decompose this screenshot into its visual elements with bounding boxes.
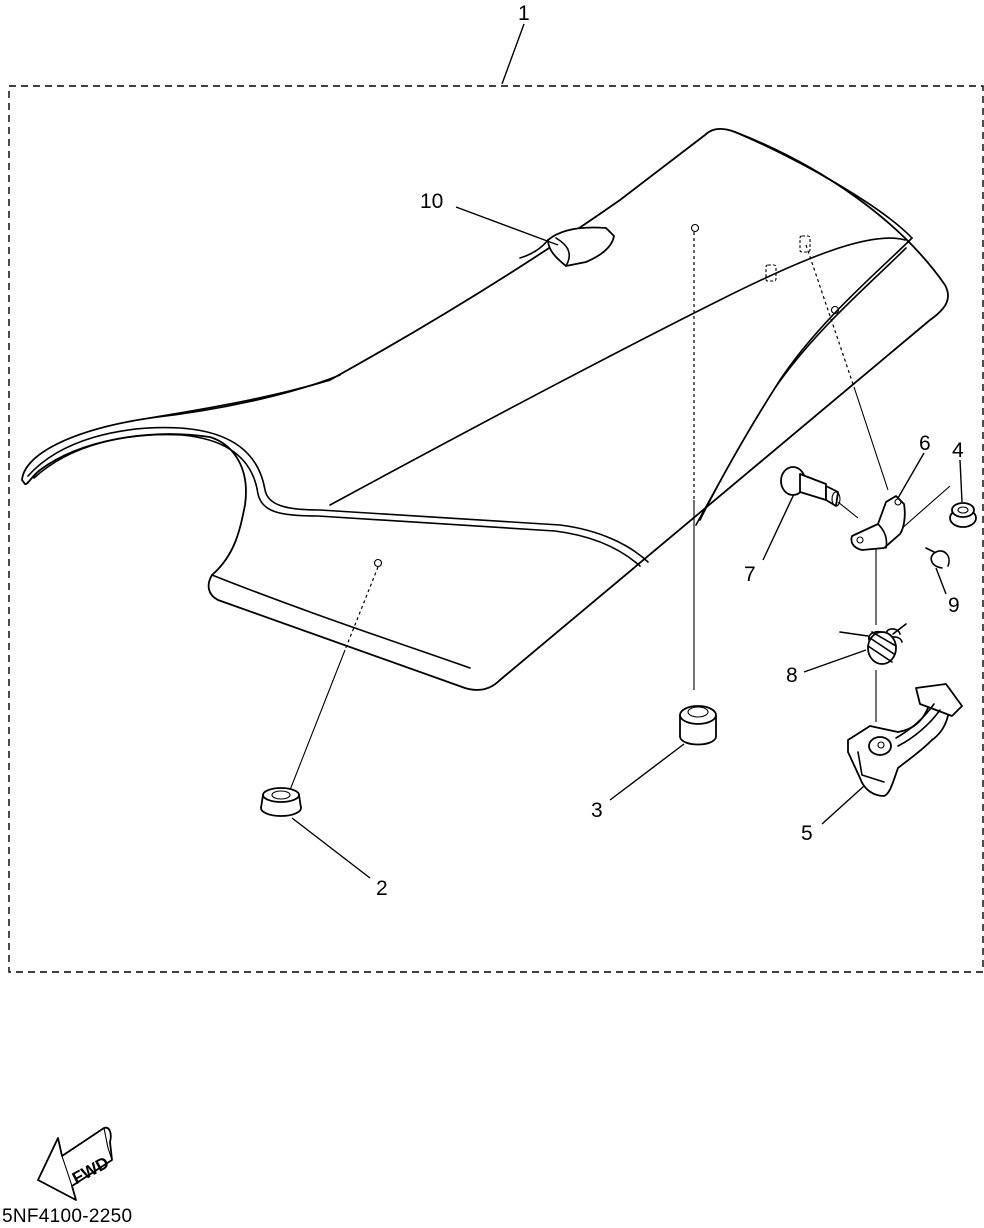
callout-5: 5 bbox=[801, 822, 813, 845]
callout-3: 3 bbox=[591, 799, 603, 822]
callout-4: 4 bbox=[952, 439, 964, 462]
pin-part-7 bbox=[780, 466, 859, 519]
part-code: 5NF4100-2250 bbox=[2, 1206, 133, 1227]
damper-part-2 bbox=[260, 787, 302, 817]
clip-part-9 bbox=[925, 547, 950, 569]
spring-part-8 bbox=[839, 623, 907, 665]
grommet-part-4 bbox=[949, 502, 977, 528]
damper-part-3 bbox=[679, 705, 717, 746]
leader-lines bbox=[291, 23, 963, 879]
callout-10: 10 bbox=[420, 190, 443, 213]
callout-9: 9 bbox=[948, 594, 960, 617]
lock-lever-part-5 bbox=[847, 683, 963, 797]
callout-7: 7 bbox=[744, 563, 756, 586]
callout-2: 2 bbox=[376, 877, 388, 900]
bracket-part-6 bbox=[850, 495, 906, 551]
callout-8: 8 bbox=[786, 664, 798, 687]
seat-strap bbox=[519, 226, 615, 267]
assembly-frame bbox=[8, 85, 984, 973]
callout-1: 1 bbox=[518, 2, 530, 25]
callout-6: 6 bbox=[919, 432, 931, 455]
seat-body bbox=[21, 128, 949, 691]
fwd-arrow-icon: FWD bbox=[37, 1126, 113, 1201]
